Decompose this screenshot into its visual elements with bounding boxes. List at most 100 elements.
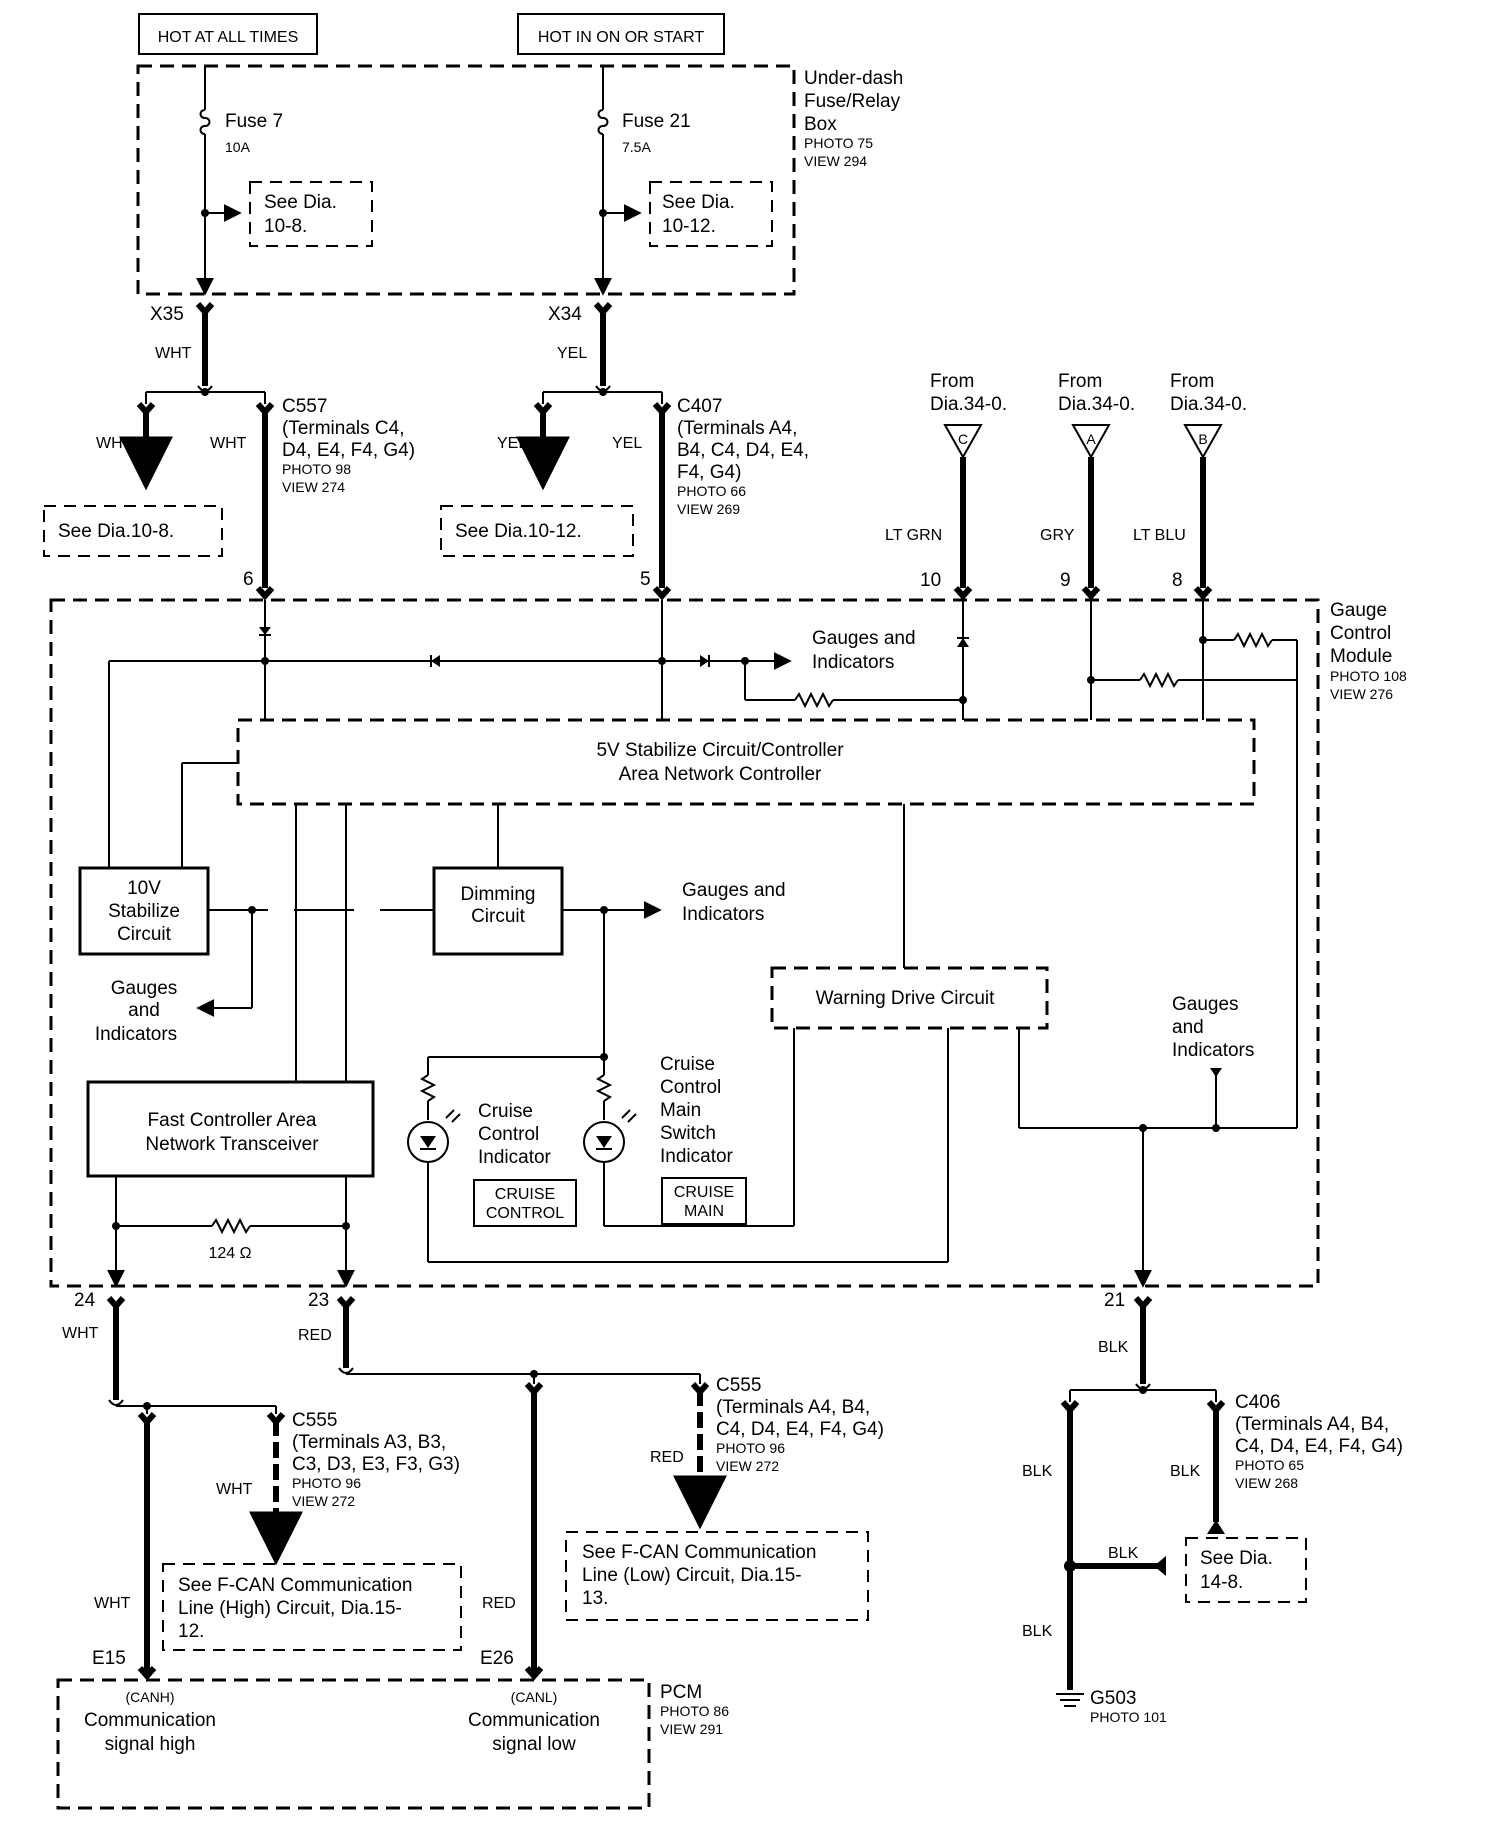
wire-color-red-e26: RED bbox=[482, 1595, 516, 1612]
pin-8: 8 bbox=[1172, 570, 1183, 591]
wire-color-blk-left: BLK bbox=[1022, 1463, 1053, 1480]
c407-photo: PHOTO 66 bbox=[677, 483, 746, 499]
c555b-line1: (Terminals A4, B4, bbox=[716, 1397, 870, 1418]
source-hot-in-on-or-start: HOT IN ON OR START bbox=[517, 13, 725, 55]
c555a-line1: (Terminals A3, B3, bbox=[292, 1432, 446, 1453]
see-dia-10-12-a-line2: 10-12. bbox=[662, 216, 716, 237]
wire-color-blk-21: BLK bbox=[1098, 1339, 1129, 1356]
c555a-line2: C3, D3, E3, F3, G3) bbox=[292, 1454, 460, 1475]
resistor-symbol-1 bbox=[794, 691, 834, 709]
gauges-mid-2: Indicators bbox=[682, 904, 764, 925]
c555b-photo: PHOTO 96 bbox=[716, 1440, 785, 1456]
c407-view: VIEW 269 bbox=[677, 501, 740, 517]
wire-color-wht-left: WHT bbox=[96, 435, 133, 452]
can-low-wiring: 23 RED RED RED C555 (Terminals A4, B4, C… bbox=[298, 1290, 884, 1681]
pcm-photo: PHOTO 86 bbox=[660, 1703, 729, 1719]
c555b-view: VIEW 272 bbox=[716, 1458, 779, 1474]
warning-drive-label: Warning Drive Circuit bbox=[816, 988, 995, 1009]
cruise-main-line2: Control bbox=[660, 1077, 721, 1098]
dimming-line2: Circuit bbox=[471, 906, 526, 927]
from-dia-c: Dia.34-0. bbox=[930, 394, 1007, 415]
fuse-box-view: VIEW 294 bbox=[804, 153, 867, 169]
canl-line2: signal low bbox=[492, 1734, 576, 1755]
pin-9: 9 bbox=[1060, 570, 1071, 591]
x35-label: X35 bbox=[150, 304, 184, 325]
source-hot-at-all-times: HOT AT ALL TIMES bbox=[138, 13, 318, 55]
stab10v-line3: Circuit bbox=[117, 924, 172, 945]
canl-label: (CANL) bbox=[511, 1689, 558, 1705]
stab10v-line2: Stabilize bbox=[108, 901, 180, 922]
gauge-control-module: Gauge Control Module PHOTO 108 VIEW 276 … bbox=[49, 598, 1407, 1288]
tag-c: C bbox=[958, 431, 968, 447]
x34-yel-branch: X34 YEL YEL See Dia.10-12. YEL C407 (Ter… bbox=[440, 302, 809, 601]
x35-wht-branch: X35 WHT WHT See Dia.10-8. WHT C557 (Term… bbox=[43, 302, 415, 601]
gauges-right-2: and bbox=[1172, 1017, 1204, 1038]
source-hot-at-all-times-label: HOT AT ALL TIMES bbox=[158, 29, 299, 46]
c555b-title: C555 bbox=[716, 1375, 761, 1396]
c557-view: VIEW 274 bbox=[282, 479, 345, 495]
fuse-21-symbol bbox=[597, 109, 609, 135]
pin-6: 6 bbox=[243, 569, 254, 590]
dimming-line1: Dimming bbox=[461, 884, 536, 905]
fcan-high-ref-1: See F-CAN Communication bbox=[178, 1575, 412, 1596]
wire-color-red-23: RED bbox=[298, 1327, 332, 1344]
tag-b: B bbox=[1198, 431, 1207, 447]
pin-10: 10 bbox=[920, 570, 941, 591]
canh-label: (CANH) bbox=[126, 1689, 175, 1705]
c406-view: VIEW 268 bbox=[1235, 1475, 1298, 1491]
pin-5: 5 bbox=[640, 569, 651, 590]
see-dia-14-8-line1: See Dia. bbox=[1200, 1548, 1273, 1569]
fuse-relay-box: Under-dash Fuse/Relay Box PHOTO 75 VIEW … bbox=[136, 64, 903, 296]
fcan-line2: Network Transceiver bbox=[145, 1134, 319, 1155]
resistor-symbol-2 bbox=[1139, 671, 1179, 689]
from-dia-a: Dia.34-0. bbox=[1058, 394, 1135, 415]
gauges-right-1: Gauges bbox=[1172, 994, 1239, 1015]
fcan-high-ref-3: 12. bbox=[178, 1621, 204, 1642]
see-dia-10-8-a-line1: See Dia. bbox=[264, 192, 337, 213]
wire-color-wht-c555a: WHT bbox=[216, 1481, 253, 1498]
gauges-left-1: Gauges bbox=[111, 978, 178, 999]
c555a-title: C555 bbox=[292, 1410, 337, 1431]
ground-wiring: 21 BLK BLK BLK C406 (Terminals A4, B4, C… bbox=[1022, 1290, 1403, 1725]
c555a-photo: PHOTO 96 bbox=[292, 1475, 361, 1491]
ground-photo: PHOTO 101 bbox=[1090, 1709, 1167, 1725]
cruise-badge-line1: CRUISE bbox=[495, 1186, 555, 1203]
fuse-7-label: Fuse 7 bbox=[225, 111, 283, 132]
tag-a: A bbox=[1086, 431, 1096, 447]
cruise-ind-line2: Control bbox=[478, 1124, 539, 1145]
c407-line1: (Terminals A4, bbox=[677, 418, 797, 439]
fuse-7-rating: 10A bbox=[225, 139, 251, 155]
gauges-left-3: Indicators bbox=[95, 1024, 177, 1045]
c557-title: C557 bbox=[282, 396, 327, 417]
main-badge-line2: MAIN bbox=[684, 1203, 724, 1220]
see-dia-10-8-a-line2: 10-8. bbox=[264, 216, 307, 237]
wire-color-yel-right: YEL bbox=[612, 435, 642, 452]
x34-label: X34 bbox=[548, 304, 582, 325]
main-badge-line1: CRUISE bbox=[674, 1184, 734, 1201]
fuse-21-label: Fuse 21 bbox=[622, 111, 691, 132]
fuse-7-symbol bbox=[199, 109, 211, 135]
c557-line2: D4, E4, F4, G4) bbox=[282, 440, 415, 461]
c555a-view: VIEW 272 bbox=[292, 1493, 355, 1509]
canh-line1: Communication bbox=[84, 1710, 216, 1731]
gcm-title-1: Gauge bbox=[1330, 600, 1387, 621]
stab5v-line2: Area Network Controller bbox=[619, 764, 822, 785]
from-label-a: From bbox=[1058, 371, 1102, 392]
wire-color-wht-right: WHT bbox=[210, 435, 247, 452]
cruise-main-line5: Indicator bbox=[660, 1146, 734, 1167]
source-hot-in-on-label: HOT IN ON OR START bbox=[538, 29, 704, 46]
fcan-line1: Fast Controller Area bbox=[148, 1110, 317, 1131]
cruise-control-indicator-lamp bbox=[407, 1109, 461, 1163]
cruise-main-line4: Switch bbox=[660, 1123, 716, 1144]
resistor-124-label: 124 Ω bbox=[208, 1245, 251, 1262]
see-dia-14-8-line2: 14-8. bbox=[1200, 1572, 1243, 1593]
wire-color-ltgrn: LT GRN bbox=[885, 527, 942, 544]
gcm-title-3: Module bbox=[1330, 646, 1392, 667]
c407-line3: F4, G4) bbox=[677, 462, 741, 483]
stab5v-line1: 5V Stabilize Circuit/Controller bbox=[596, 740, 844, 761]
fuse-21-rating: 7.5A bbox=[622, 139, 651, 155]
c557-photo: PHOTO 98 bbox=[282, 461, 351, 477]
see-dia-10-12-a-line1: See Dia. bbox=[662, 192, 735, 213]
c406-photo: PHOTO 65 bbox=[1235, 1457, 1304, 1473]
gauges-right-3: Indicators bbox=[1172, 1040, 1254, 1061]
